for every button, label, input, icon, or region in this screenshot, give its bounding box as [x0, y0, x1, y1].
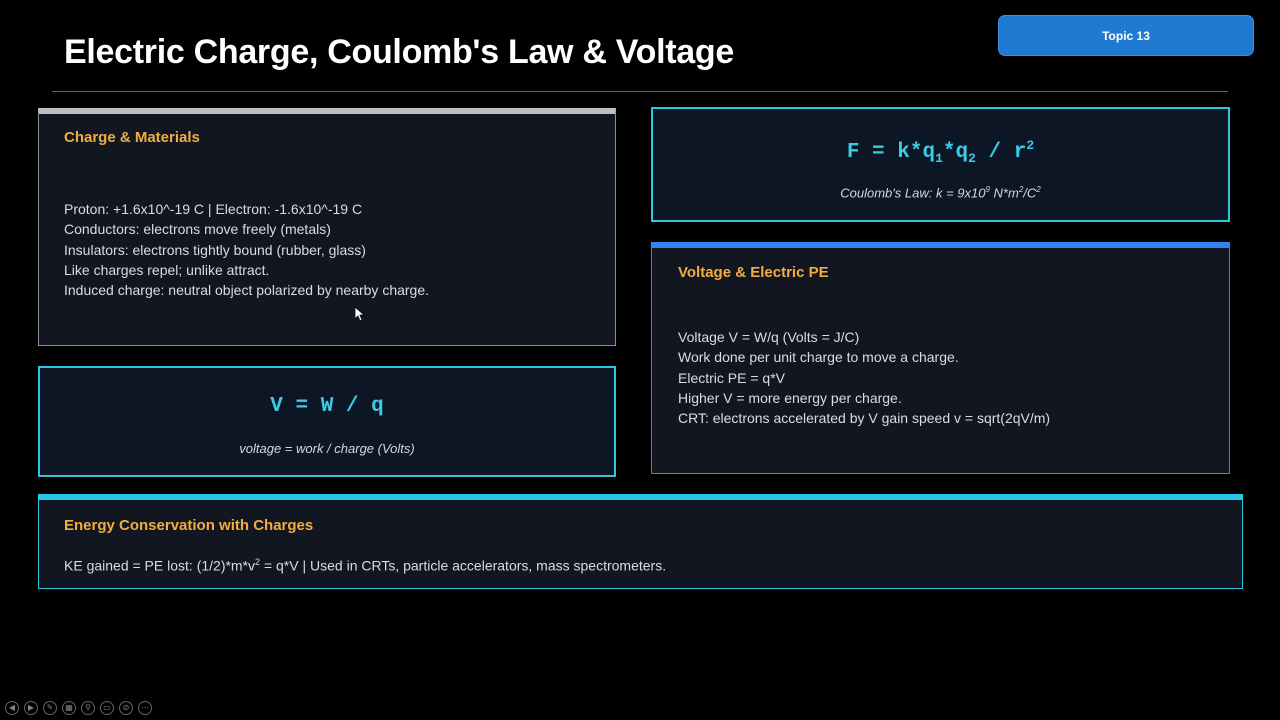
- energy-conservation-line: KE gained = PE lost: (1/2)*m*v2 = q*V | …: [64, 557, 667, 574]
- charge-line: Insulators: electrons tightly bound (rub…: [64, 241, 366, 258]
- charge-materials-panel: Charge & Materials Proton: +1.6x10^-19 C…: [38, 108, 616, 346]
- charge-materials-heading: Charge & Materials: [64, 129, 200, 146]
- more-icon[interactable]: ⋯: [138, 701, 152, 715]
- voltage-pe-lines: Voltage V = W/q (Volts = J/C) Work done …: [678, 327, 1050, 428]
- energy-conservation-panel: Energy Conservation with Charges KE gain…: [38, 494, 1243, 589]
- voltage-formula: V = W / q: [270, 395, 384, 418]
- next-icon[interactable]: ▶: [24, 701, 38, 715]
- charge-line: Proton: +1.6x10^-19 C | Electron: -1.6x1…: [64, 201, 363, 217]
- charge-line: Conductors: electrons move freely (metal…: [64, 221, 331, 238]
- topic-badge: Topic 13: [998, 15, 1254, 56]
- subtitles-icon[interactable]: ▭: [100, 701, 114, 715]
- slide-title: Electric Charge, Coulomb's Law & Voltage: [64, 33, 734, 71]
- previous-icon[interactable]: ◀: [5, 701, 19, 715]
- coulomb-caption: Coulomb's Law: k = 9x109 N*m2/C2: [840, 185, 1041, 201]
- coulomb-formula-panel: F = k*q1*q2 / r2 Coulomb's Law: k = 9x10…: [651, 107, 1230, 222]
- camera-off-icon[interactable]: ⊘: [119, 701, 133, 715]
- slideshow-toolbar: ◀ ▶ ✎ ▦ ⚲ ▭ ⊘ ⋯: [5, 700, 152, 716]
- title-divider: [52, 91, 1228, 92]
- voltage-formula-caption: voltage = work / charge (Volts): [239, 441, 415, 456]
- voltage-pe-panel: Voltage & Electric PE Voltage V = W/q (V…: [651, 242, 1230, 474]
- voltage-pe-heading: Voltage & Electric PE: [678, 264, 829, 281]
- voltage-formula-panel: V = W / q voltage = work / charge (Volts…: [38, 366, 616, 477]
- slides-icon[interactable]: ▦: [62, 701, 76, 715]
- voltage-line: Work done per unit charge to move a char…: [678, 349, 959, 366]
- energy-conservation-heading: Energy Conservation with Charges: [64, 517, 314, 534]
- voltage-line: CRT: electrons accelerated by V gain spe…: [678, 410, 1051, 427]
- voltage-line: Higher V = more energy per charge.: [678, 389, 902, 406]
- voltage-line: Voltage V = W/q (Volts = J/C): [678, 329, 860, 345]
- pen-icon[interactable]: ✎: [43, 701, 57, 715]
- zoom-icon[interactable]: ⚲: [81, 701, 95, 715]
- charge-materials-lines: Proton: +1.6x10^-19 C | Electron: -1.6x1…: [64, 199, 429, 300]
- coulomb-formula: F = k*q1*q2 / r2: [846, 138, 1035, 167]
- voltage-line: Electric PE = q*V: [678, 369, 785, 386]
- charge-line: Like charges repel; unlike attract.: [64, 261, 270, 278]
- charge-line: Induced charge: neutral object polarized…: [64, 282, 430, 299]
